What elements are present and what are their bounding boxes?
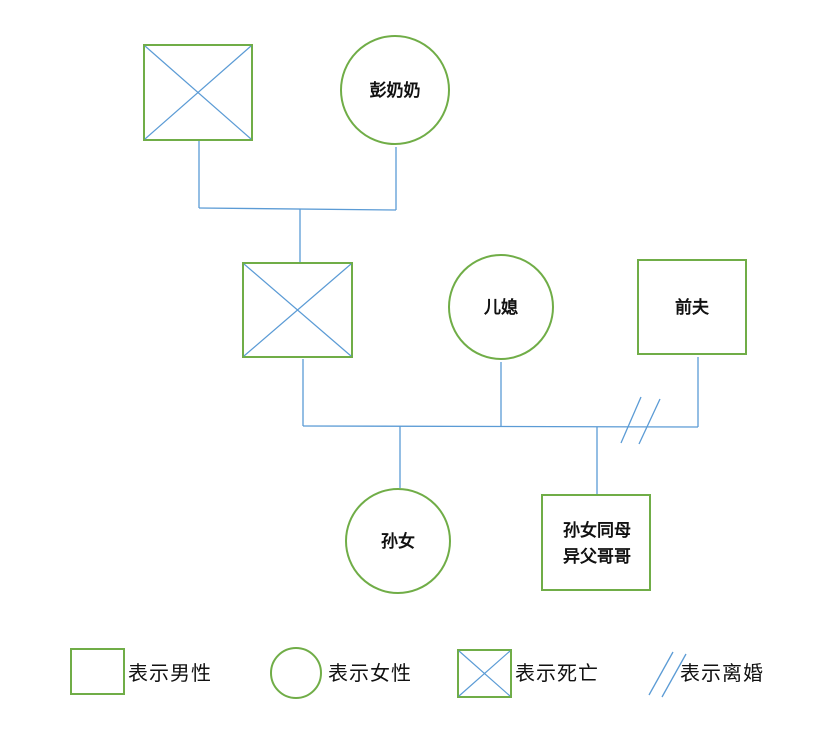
square-icon: [70, 648, 125, 695]
grandmother-label: 彭奶奶: [370, 80, 421, 101]
father-cross-b: [243, 263, 352, 357]
granddaughter-label: 孙女: [381, 531, 415, 552]
granddaughter-node: 孙女: [345, 488, 451, 594]
circle-icon: [270, 647, 322, 699]
legend-female: 表示女性: [270, 647, 412, 699]
legend-male: 表示男性: [70, 648, 212, 695]
ex-husband-square: [637, 259, 747, 355]
daughter-in-law-node: 儿媳: [448, 254, 554, 360]
legend-deceased-label: 表示死亡: [515, 661, 599, 685]
crossed-square-line-b: [458, 650, 511, 697]
grandfather-cross-b: [144, 45, 252, 140]
connection-lines: [198, 141, 699, 495]
divorce-slash-1: [620, 396, 642, 444]
half-brother-label-line2: 异父哥哥: [563, 547, 631, 567]
father-node: [242, 262, 353, 358]
legend-male-label: 表示男性: [128, 661, 212, 685]
legend-deceased: 表示死亡: [457, 649, 599, 698]
legend-divorce: 表示离婚: [648, 651, 764, 698]
grandfather-node: [143, 44, 253, 141]
daughter-in-law-circle: [448, 254, 554, 360]
ex-husband-node: 前夫: [637, 259, 747, 355]
ex-husband-label: 前夫: [675, 297, 710, 318]
divorce-slash-2: [638, 398, 661, 445]
half-brother-node: 孙女同母 异父哥哥: [541, 494, 651, 591]
legend-divorce-label: 表示离婚: [680, 661, 764, 685]
grandparents-marriage-line: [198, 207, 397, 211]
legend-female-label: 表示女性: [328, 661, 412, 685]
family-horizontal-line: [302, 425, 699, 428]
half-brother-square: [541, 494, 651, 591]
double-slash-icon: [648, 651, 674, 696]
double-slash-icon-second: [661, 653, 687, 698]
half-brother-label-line1: 孙女同母: [563, 520, 631, 541]
legend: 表示男性 表示女性 表示死亡 表示离婚: [70, 647, 764, 699]
granddaughter-circle: [345, 488, 451, 594]
grandmother-node: 彭奶奶: [340, 35, 450, 145]
grandmother-circle: [340, 35, 450, 145]
daughter-in-law-label: 儿媳: [483, 297, 518, 318]
